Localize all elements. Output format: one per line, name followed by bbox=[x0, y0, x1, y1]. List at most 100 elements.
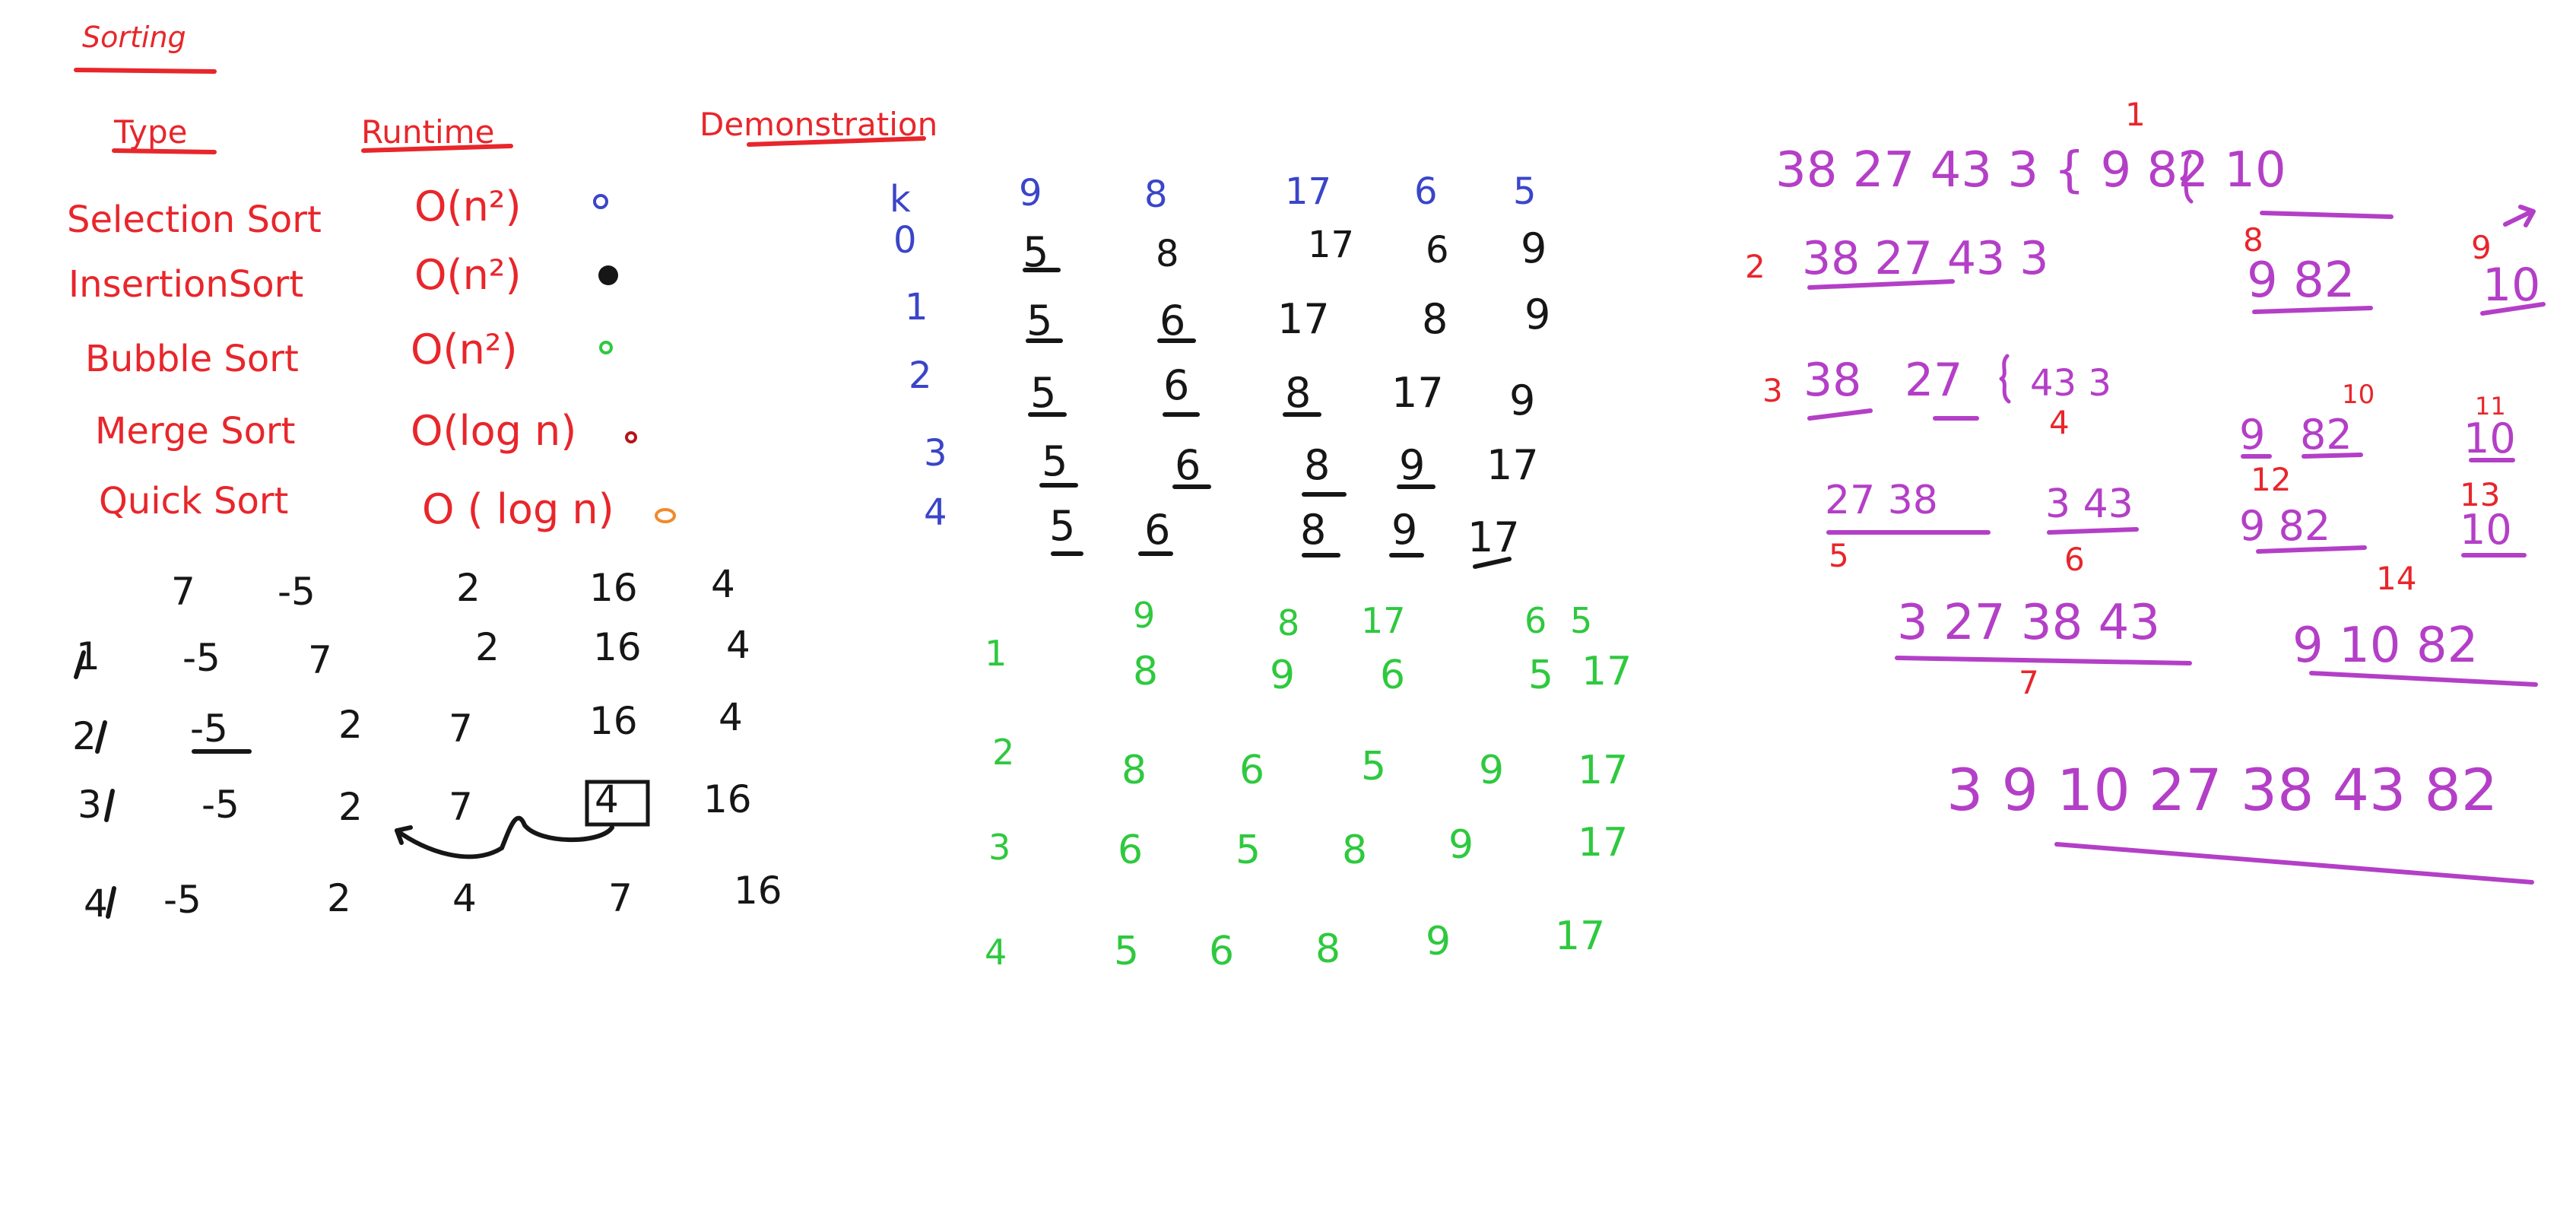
demo-cell: 7 bbox=[171, 570, 195, 614]
merge-demo: 38 27 43 3 { 9 82 10 38 27 43 3 9 82 10 … bbox=[1745, 96, 2546, 885]
algorithm-name: InsertionSort bbox=[68, 263, 303, 306]
demo-cell: 16 bbox=[734, 869, 782, 913]
merge-underline bbox=[2047, 527, 2139, 535]
demo-cell: -5 bbox=[190, 707, 228, 751]
step-label: 1 bbox=[2125, 96, 2146, 133]
row-label: 3 bbox=[924, 432, 947, 475]
demo-cell: 9 bbox=[1391, 506, 1417, 554]
demo-cell: 2 bbox=[475, 625, 500, 669]
algorithm-runtime: O(n²) bbox=[414, 183, 522, 230]
demo-cell: 16 bbox=[703, 777, 752, 821]
merge-fragment: 27 38 bbox=[1825, 478, 1938, 523]
row-label: 1 bbox=[985, 633, 1007, 674]
row-label: 2 bbox=[909, 354, 932, 397]
demo-cell: 4 bbox=[595, 777, 619, 821]
demo-cell: 9 bbox=[1019, 172, 1042, 214]
demo-cell: 4 bbox=[452, 876, 477, 920]
insertion-demo: 7 -5 2 16 4 1 -5 7 2 16 4 2 -5 2 7 16 4 … bbox=[72, 562, 782, 926]
merge-underline bbox=[2302, 453, 2363, 459]
merge-underline bbox=[2480, 302, 2546, 316]
color-dot bbox=[593, 194, 608, 209]
algorithm-runtime: O ( log n) bbox=[422, 485, 614, 533]
merge-underline bbox=[2054, 842, 2534, 885]
row-label: 3 bbox=[988, 827, 1010, 868]
step-label: 7 bbox=[2019, 664, 2039, 701]
algorithm-name: Merge Sort bbox=[95, 410, 295, 453]
demo-row: 1 -5 7 2 16 4 bbox=[74, 623, 750, 682]
demo-cell: 5 bbox=[1236, 828, 1261, 873]
row-label: 3 bbox=[78, 783, 102, 827]
highlight-box bbox=[585, 780, 650, 827]
demo-row: 3 5 6 8 9 17 bbox=[924, 432, 1539, 489]
step-label: 8 bbox=[2243, 221, 2264, 259]
demo-row: 2 5 6 8 17 9 bbox=[909, 354, 1535, 424]
demo-cell: 8 bbox=[1315, 926, 1340, 972]
merge-initial-array: 38 27 43 3 { 9 82 10 bbox=[1775, 142, 2286, 199]
title-underline bbox=[74, 68, 217, 74]
demo-cell: 17 bbox=[1308, 224, 1354, 266]
row-label-slash bbox=[106, 886, 116, 919]
demo-cell: 4 bbox=[711, 562, 735, 606]
demo-cell: 5 bbox=[1570, 600, 1592, 641]
demo-cell: 4 bbox=[719, 695, 743, 739]
step-label: 10 bbox=[2342, 380, 2375, 410]
step-label: 3 bbox=[1762, 372, 1783, 409]
merge-step-labels: 1 2 3 4 5 6 7 8 9 10 11 12 13 14 bbox=[1745, 96, 2506, 701]
demo-cell: 17 bbox=[1361, 600, 1406, 641]
sorted-boundary-marks bbox=[1023, 268, 1512, 569]
demo-row: 3 6 5 8 9 17 bbox=[988, 820, 1628, 873]
demo-cell: 8 bbox=[1144, 173, 1168, 216]
demo-cell: 5 bbox=[1026, 297, 1052, 345]
demo-cell: 17 bbox=[1581, 649, 1632, 694]
demo-cell: 2 bbox=[338, 703, 363, 747]
demo-header-row: k 9 8 17 6 5 bbox=[890, 170, 1537, 221]
merge-underline bbox=[2260, 211, 2394, 219]
row-label-slash bbox=[95, 720, 107, 754]
demo-cell: 6 bbox=[1144, 506, 1170, 554]
demo-cell: 9 bbox=[1133, 595, 1155, 636]
demo-cell: 6 bbox=[1160, 297, 1185, 345]
algorithm-name: Selection Sort bbox=[67, 199, 322, 241]
header-demonstration-underline bbox=[747, 136, 926, 147]
step-label: 13 bbox=[2460, 476, 2500, 513]
demo-cell: 7 bbox=[449, 707, 473, 751]
row-label: k bbox=[890, 178, 911, 221]
demo-cell: -5 bbox=[163, 878, 201, 922]
demo-cell: 9 bbox=[1448, 822, 1474, 868]
demo-cell: 17 bbox=[1578, 820, 1628, 866]
demo-cell: 5 bbox=[1114, 929, 1139, 974]
demo-row: 0 5 8 17 6 9 bbox=[893, 219, 1547, 276]
algorithm-runtime: O(log n) bbox=[411, 407, 576, 455]
header-runtime: Runtime bbox=[361, 113, 494, 151]
demo-cell: 6 bbox=[1426, 229, 1449, 272]
merge-underline bbox=[1807, 279, 1955, 290]
demo-row: 4 5 6 8 9 17 bbox=[985, 913, 1605, 974]
merge-underline bbox=[2309, 671, 2538, 687]
demo-cell: -5 bbox=[278, 570, 316, 614]
demo-cell: -5 bbox=[201, 783, 240, 827]
demo-row: 4 -5 2 4 7 16 bbox=[84, 869, 782, 926]
demo-cell: 5 bbox=[1528, 653, 1553, 698]
merge-fragment: 43 3 bbox=[2030, 362, 2111, 405]
demo-row: 4 5 6 8 9 17 bbox=[924, 491, 1520, 561]
demo-cell: 6 bbox=[1209, 929, 1234, 974]
demo-cell: 7 bbox=[308, 638, 332, 682]
algorithm-row: Selection Sort O(n²) bbox=[67, 183, 608, 241]
merge-fragment: 38 27 43 3 bbox=[1802, 232, 2048, 285]
demo-cell: 9 bbox=[1270, 653, 1295, 698]
demo-cell: 16 bbox=[593, 625, 642, 669]
demo-cell: 8 bbox=[1300, 506, 1326, 554]
merge-underline bbox=[2256, 545, 2367, 554]
demo-cell: 6 bbox=[1380, 653, 1405, 698]
algorithm-name: Bubble Sort bbox=[85, 338, 299, 380]
demo-cell: 9 bbox=[1399, 441, 1425, 489]
algorithm-row: InsertionSort O(n²) bbox=[68, 251, 618, 306]
row-label: 4 bbox=[84, 882, 108, 926]
merge-final-array: 3 9 10 27 38 43 82 bbox=[1946, 756, 2498, 824]
demo-cell: 2 bbox=[456, 566, 481, 610]
demo-cell: 6 bbox=[1414, 170, 1438, 213]
demo-cell: 7 bbox=[608, 876, 633, 920]
demo-cell: 8 bbox=[1304, 441, 1330, 489]
step-label: 4 bbox=[2049, 404, 2070, 441]
algorithm-runtime: O(n²) bbox=[414, 251, 522, 299]
